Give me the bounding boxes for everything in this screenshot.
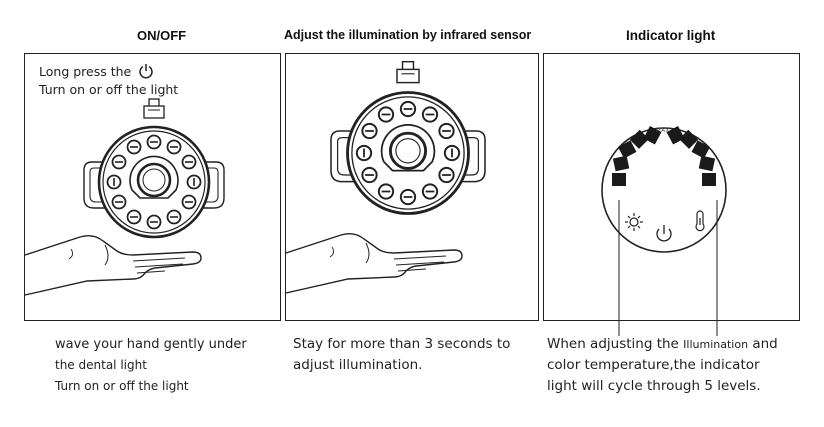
caption-line: wave your hand gently under xyxy=(55,337,247,352)
dental-light-illustration xyxy=(82,97,226,239)
power-icon xyxy=(138,63,154,84)
caption-line: the dental light xyxy=(55,358,147,372)
dial-max-label: MAX xyxy=(656,128,670,134)
turn-on-off-panel-text: Turn on or off the light xyxy=(39,82,179,97)
thermometer-icon xyxy=(695,210,705,232)
brightness-icon xyxy=(625,213,643,231)
hand-illustration xyxy=(24,234,202,296)
caption-line: Turn on or off the light xyxy=(55,379,189,393)
caption-part: When adjusting the xyxy=(547,336,684,352)
section-title-indicator: Indicator light xyxy=(626,28,716,43)
dental-light-illustration-2 xyxy=(329,60,487,215)
dial-power-icon xyxy=(656,225,672,242)
caption-onoff: wave your hand gently under the dental l… xyxy=(55,334,247,397)
caption-indicator: When adjusting the Illumination and colo… xyxy=(547,334,778,397)
section-title-infrared: Adjust the illumination by infrared sens… xyxy=(284,28,532,42)
caption-line: adjust illumination. xyxy=(293,357,423,373)
caption-part: and xyxy=(748,336,778,352)
caption-line: color temperature,the indicator xyxy=(547,357,760,373)
caption-line: light will cycle through 5 levels. xyxy=(547,378,761,394)
caption-line: Stay for more than 3 seconds to xyxy=(293,336,511,352)
caption-part-small: Illumination xyxy=(683,338,749,351)
caption-infrared: Stay for more than 3 seconds to adjust i… xyxy=(293,334,510,376)
long-press-text: Long press the xyxy=(39,63,154,84)
hand-illustration-2 xyxy=(285,232,463,294)
long-press-label: Long press the xyxy=(39,64,132,79)
section-title-onoff: ON/OFF xyxy=(137,28,187,43)
indicator-dial xyxy=(601,126,727,336)
caption-line: When adjusting the Illumination and xyxy=(547,334,778,355)
